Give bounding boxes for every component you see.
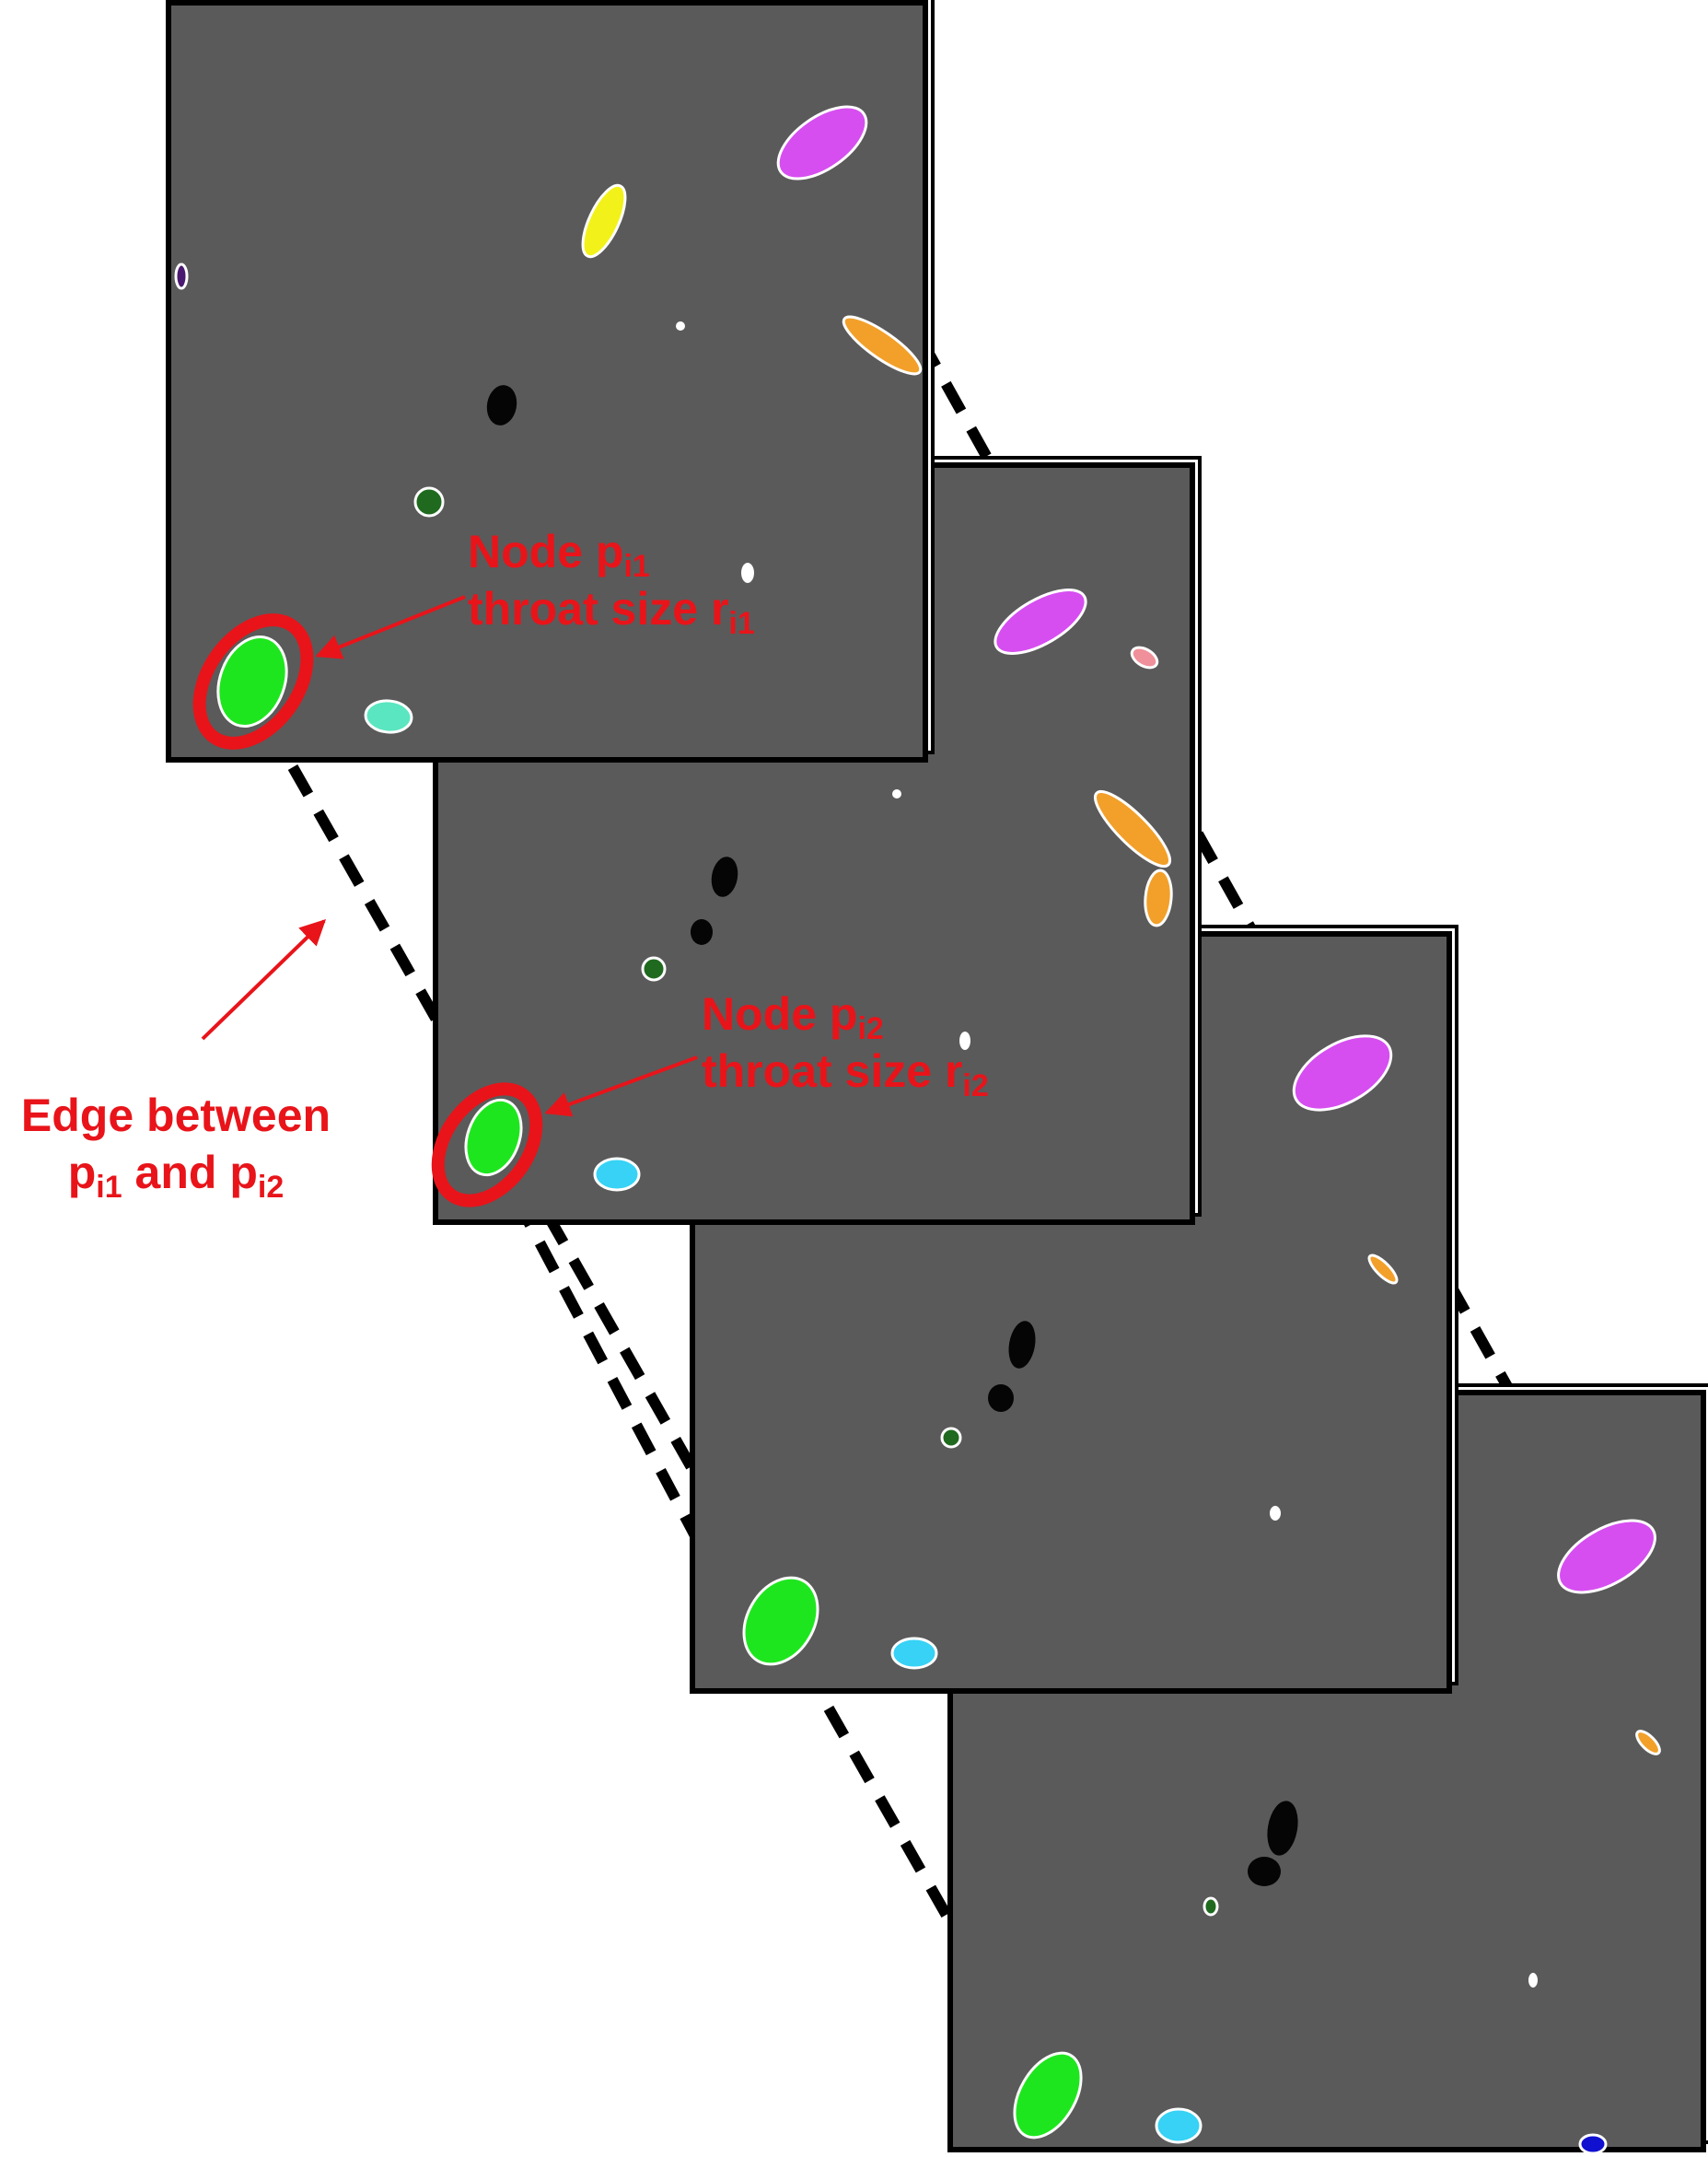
node1-label: Node pi1 throat size ri1 <box>468 523 755 639</box>
blob-darkgreen <box>940 1427 962 1449</box>
blob-blue-2 <box>1578 2133 1608 2155</box>
blob-magenta <box>776 105 868 181</box>
blob-orange-2 <box>1144 869 1173 927</box>
blob-black <box>1267 1801 1298 1856</box>
blob-black-2 <box>1248 1857 1281 1886</box>
blob-yellow <box>581 183 627 259</box>
blob-magenta <box>993 589 1087 655</box>
edge-label-p1-sub: i1 <box>96 1170 122 1205</box>
blob-teal <box>364 699 413 734</box>
edge-label-p1: p <box>67 1147 97 1198</box>
blob-black <box>1008 1321 1036 1369</box>
node2-label-line1: Node p <box>702 988 858 1040</box>
edge-label-p2-sub: i2 <box>257 1170 285 1205</box>
blob-darkgreen <box>1203 1896 1219 1917</box>
blob-black-2 <box>988 1384 1014 1412</box>
node1-label-line2: throat size r <box>468 583 729 635</box>
slice-stack <box>166 0 1708 2155</box>
blob-white-small <box>741 563 754 583</box>
dashed-connector-1 <box>287 764 1041 2075</box>
blob-white <box>892 789 901 799</box>
blob-black <box>711 857 738 897</box>
blob-white-2 <box>959 1032 970 1050</box>
blob-magenta <box>1557 1519 1656 1594</box>
edge-label-line1: Edge between <box>20 1090 331 1141</box>
edge-label-and: and p <box>122 1147 258 1198</box>
edge-label: Edge between pi1 and pi2 <box>0 1087 352 1203</box>
node2-label: Node pi2 throat size ri2 <box>702 985 989 1103</box>
blob-pink <box>1130 646 1159 670</box>
blob-darkgreen <box>413 486 445 518</box>
blob-orange <box>1093 789 1172 869</box>
blob-white <box>1528 1973 1538 1988</box>
blob-purple <box>174 262 189 290</box>
blob-black-2 <box>691 919 713 945</box>
blob-cyan <box>593 1157 641 1192</box>
slice-panel <box>166 0 928 763</box>
node1-label-line2-sub: i1 <box>728 606 755 641</box>
blob-black <box>486 385 517 426</box>
slice-1 <box>166 0 935 763</box>
blob-green <box>742 1576 819 1666</box>
blob-green <box>1013 2051 1083 2140</box>
blob-orange <box>1367 1253 1399 1285</box>
blob-white <box>676 321 685 331</box>
blob-darkgreen <box>641 956 667 982</box>
blob-cyan <box>890 1637 938 1670</box>
node2-label-line2-sub: i2 <box>962 1068 989 1103</box>
blob-magenta <box>1292 1034 1393 1112</box>
node1-label-line1-sub: i1 <box>623 549 650 584</box>
blob-cyan <box>1155 2107 1203 2144</box>
blob-white <box>1270 1506 1281 1521</box>
node1-label-line1: Node p <box>468 526 624 577</box>
blob-orange <box>1635 1730 1661 1755</box>
blob-orange <box>842 315 923 376</box>
node2-label-line1-sub: i2 <box>857 1011 884 1046</box>
node2-label-line2: throat size r <box>702 1045 963 1097</box>
